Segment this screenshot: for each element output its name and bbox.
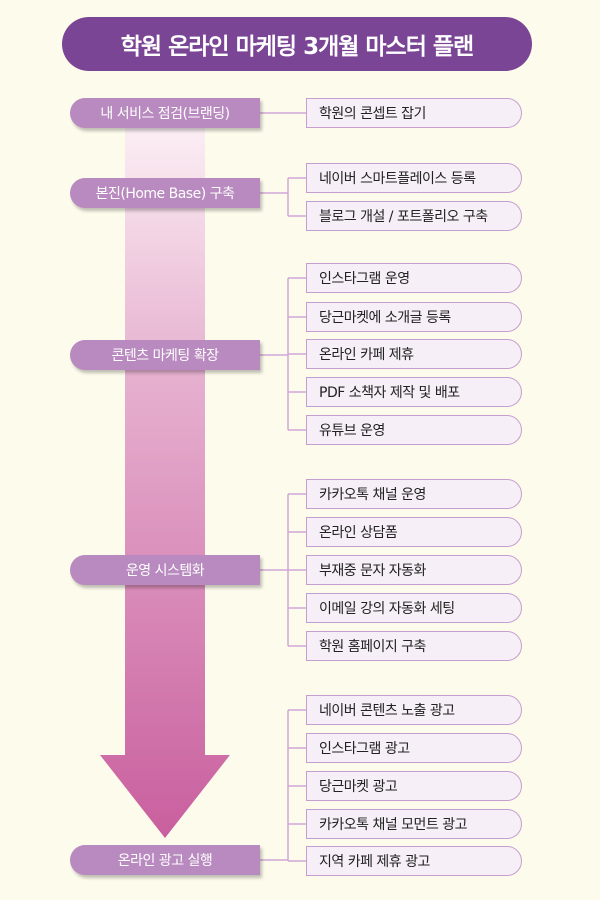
stage-box: 본진(Home Base) 구축 bbox=[70, 178, 260, 208]
stage-box: 온라인 광고 실행 bbox=[70, 845, 260, 875]
task-item: PDF 소책자 제작 및 배포 bbox=[306, 377, 522, 407]
task-item: 인스타그램 운영 bbox=[306, 263, 522, 293]
task-item: 유튜브 운영 bbox=[306, 415, 522, 445]
task-item: 지역 카페 제휴 광고 bbox=[306, 846, 522, 876]
task-item: 이메일 강의 자동화 세팅 bbox=[306, 593, 522, 623]
task-item: 당근마켓에 소개글 등록 bbox=[306, 302, 522, 332]
task-item: 인스타그램 광고 bbox=[306, 733, 522, 763]
stage-box: 콘텐츠 마케팅 확장 bbox=[70, 340, 260, 370]
task-item: 네이버 콘텐츠 노출 광고 bbox=[306, 695, 522, 725]
task-item: 카카오톡 채널 모먼트 광고 bbox=[306, 809, 522, 839]
task-item: 학원 홈페이지 구축 bbox=[306, 631, 522, 661]
task-item: 네이버 스마트플레이스 등록 bbox=[306, 163, 522, 193]
task-item: 온라인 상담폼 bbox=[306, 517, 522, 547]
connector-lines bbox=[260, 112, 306, 862]
task-item: 부재중 문자 자동화 bbox=[306, 555, 522, 585]
stage-box: 내 서비스 점검(브랜딩) bbox=[70, 98, 260, 128]
task-item: 당근마켓 광고 bbox=[306, 771, 522, 801]
task-item: 블로그 개설 / 포트폴리오 구축 bbox=[306, 201, 522, 231]
down-arrow bbox=[100, 128, 230, 838]
task-item: 온라인 카페 제휴 bbox=[306, 339, 522, 369]
task-item: 학원의 콘셉트 잡기 bbox=[306, 98, 522, 128]
task-item: 카카오톡 채널 운영 bbox=[306, 479, 522, 509]
page-title: 학원 온라인 마케팅 3개월 마스터 플랜 bbox=[62, 17, 532, 71]
stage-box: 운영 시스템화 bbox=[70, 555, 260, 585]
